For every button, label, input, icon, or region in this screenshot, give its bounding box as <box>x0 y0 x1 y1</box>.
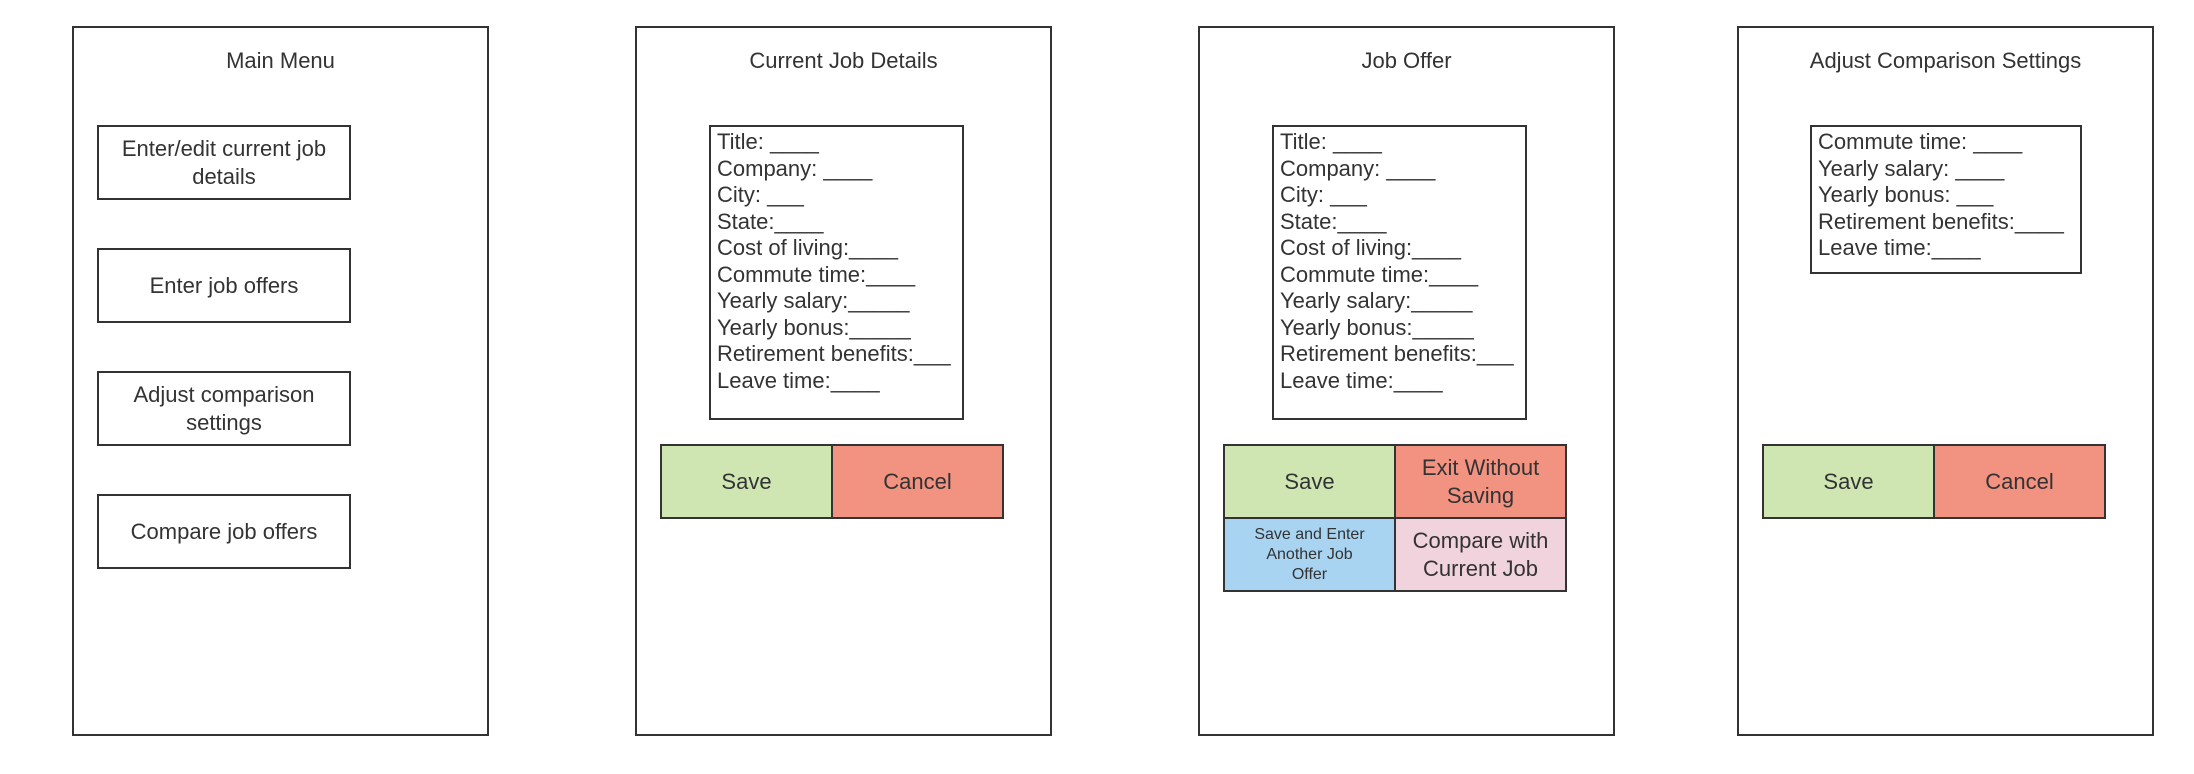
enter-current-job-button[interactable]: Enter/edit current job details <box>97 125 351 200</box>
compare-job-offers-button[interactable]: Compare job offers <box>97 494 351 569</box>
cancel-button[interactable]: Cancel <box>1933 444 2106 519</box>
current-job-form: Title: ____ Company: ____ City: ___ Stat… <box>709 125 964 420</box>
field-company[interactable]: Company: ____ <box>717 155 873 181</box>
field-retirement-benefits[interactable]: Retirement benefits:___ <box>1280 341 1514 366</box>
save-button[interactable]: Save <box>1223 444 1396 519</box>
job-offer-form: Title: ____ Company: ____ City: ___ Stat… <box>1272 125 1527 420</box>
field-company[interactable]: Company: ____ <box>1280 155 1436 181</box>
save-button[interactable]: Save <box>1762 444 1935 519</box>
field-city[interactable]: City: ___ <box>1280 182 1367 207</box>
field-leave-time[interactable]: Leave time:____ <box>717 367 880 393</box>
field-commute-time[interactable]: Commute time:____ <box>717 261 916 287</box>
main-menu-screen: Main Menu Enter/edit current job details… <box>72 26 489 736</box>
field-leave-time[interactable]: Leave time:____ <box>1818 235 1981 260</box>
field-cost-of-living[interactable]: Cost of living:____ <box>1280 235 1461 260</box>
field-commute-time[interactable]: Commute time: ____ <box>1818 129 2023 154</box>
adjust-settings-screen: Adjust Comparison Settings Commute time:… <box>1737 26 2154 736</box>
job-offer-title: Job Offer <box>1361 48 1452 73</box>
field-city[interactable]: City: ___ <box>717 182 804 207</box>
field-yearly-bonus[interactable]: Yearly bonus:_____ <box>717 314 911 340</box>
field-yearly-salary[interactable]: Yearly salary: ____ <box>1818 155 2005 181</box>
cancel-button[interactable]: Cancel <box>831 444 1004 519</box>
enter-job-offers-button[interactable]: Enter job offers <box>97 248 351 323</box>
field-yearly-bonus[interactable]: Yearly bonus:_____ <box>1280 314 1474 340</box>
field-yearly-salary[interactable]: Yearly salary:_____ <box>1280 288 1473 313</box>
save-button[interactable]: Save <box>660 444 833 519</box>
adjust-comparison-settings-button[interactable]: Adjust comparison settings <box>97 371 351 446</box>
adjust-settings-title: Adjust Comparison Settings <box>1809 48 2082 73</box>
field-state[interactable]: State:____ <box>1280 208 1387 234</box>
field-state[interactable]: State:____ <box>717 208 824 234</box>
field-yearly-salary[interactable]: Yearly salary:_____ <box>717 288 910 313</box>
save-and-enter-another-button[interactable]: Save and Enter Another Job Offer <box>1223 517 1396 592</box>
field-yearly-bonus[interactable]: Yearly bonus: ___ <box>1818 182 1994 207</box>
current-job-title: Current Job Details <box>749 48 938 73</box>
field-title[interactable]: Title: ____ <box>717 129 819 154</box>
field-title[interactable]: Title: ____ <box>1280 129 1382 154</box>
adjust-settings-form: Commute time: ____ Yearly salary: ____ Y… <box>1810 125 2082 274</box>
compare-with-current-job-button[interactable]: Compare with Current Job <box>1394 517 1567 592</box>
job-offer-screen: Job Offer Title: ____ Company: ____ City… <box>1198 26 1615 736</box>
field-retirement-benefits[interactable]: Retirement benefits:___ <box>717 341 951 366</box>
main-menu-title: Main Menu <box>226 48 335 73</box>
field-retirement-benefits[interactable]: Retirement benefits:____ <box>1818 208 2064 234</box>
exit-without-saving-button[interactable]: Exit Without Saving <box>1394 444 1567 519</box>
field-leave-time[interactable]: Leave time:____ <box>1280 367 1443 393</box>
field-commute-time[interactable]: Commute time:____ <box>1280 261 1479 287</box>
current-job-screen: Current Job Details Title: ____ Company:… <box>635 26 1052 736</box>
field-cost-of-living[interactable]: Cost of living:____ <box>717 235 898 260</box>
